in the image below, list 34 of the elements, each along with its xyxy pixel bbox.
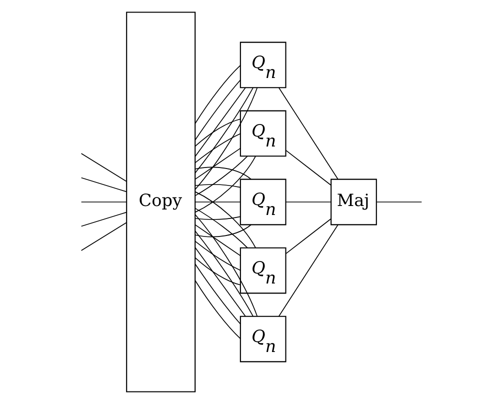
node-box: Maj <box>330 178 376 226</box>
connector <box>194 216 240 220</box>
connector <box>194 118 240 147</box>
connector <box>194 87 246 157</box>
connector <box>194 87 258 190</box>
connector <box>194 224 240 256</box>
connector <box>194 166 251 180</box>
connector <box>194 214 258 317</box>
connector <box>285 218 331 254</box>
connector <box>194 264 240 324</box>
connector <box>80 153 126 182</box>
connector <box>194 280 240 339</box>
connector <box>194 156 256 213</box>
connector <box>80 212 126 227</box>
connector <box>194 191 256 248</box>
connector <box>194 208 248 248</box>
connector <box>194 247 246 317</box>
connector <box>80 222 126 251</box>
connector <box>194 156 248 196</box>
connector <box>194 80 240 140</box>
connector <box>278 224 338 317</box>
connector <box>285 150 331 186</box>
connector <box>194 230 253 317</box>
connector <box>194 133 240 164</box>
connector <box>194 224 251 238</box>
connector <box>278 87 338 180</box>
connector <box>194 148 240 180</box>
connector <box>194 257 240 286</box>
connector <box>194 65 240 124</box>
node-box: Copy <box>126 12 196 392</box>
connector <box>194 184 240 188</box>
connector <box>194 87 253 174</box>
connector <box>80 177 126 192</box>
connector <box>194 240 240 271</box>
